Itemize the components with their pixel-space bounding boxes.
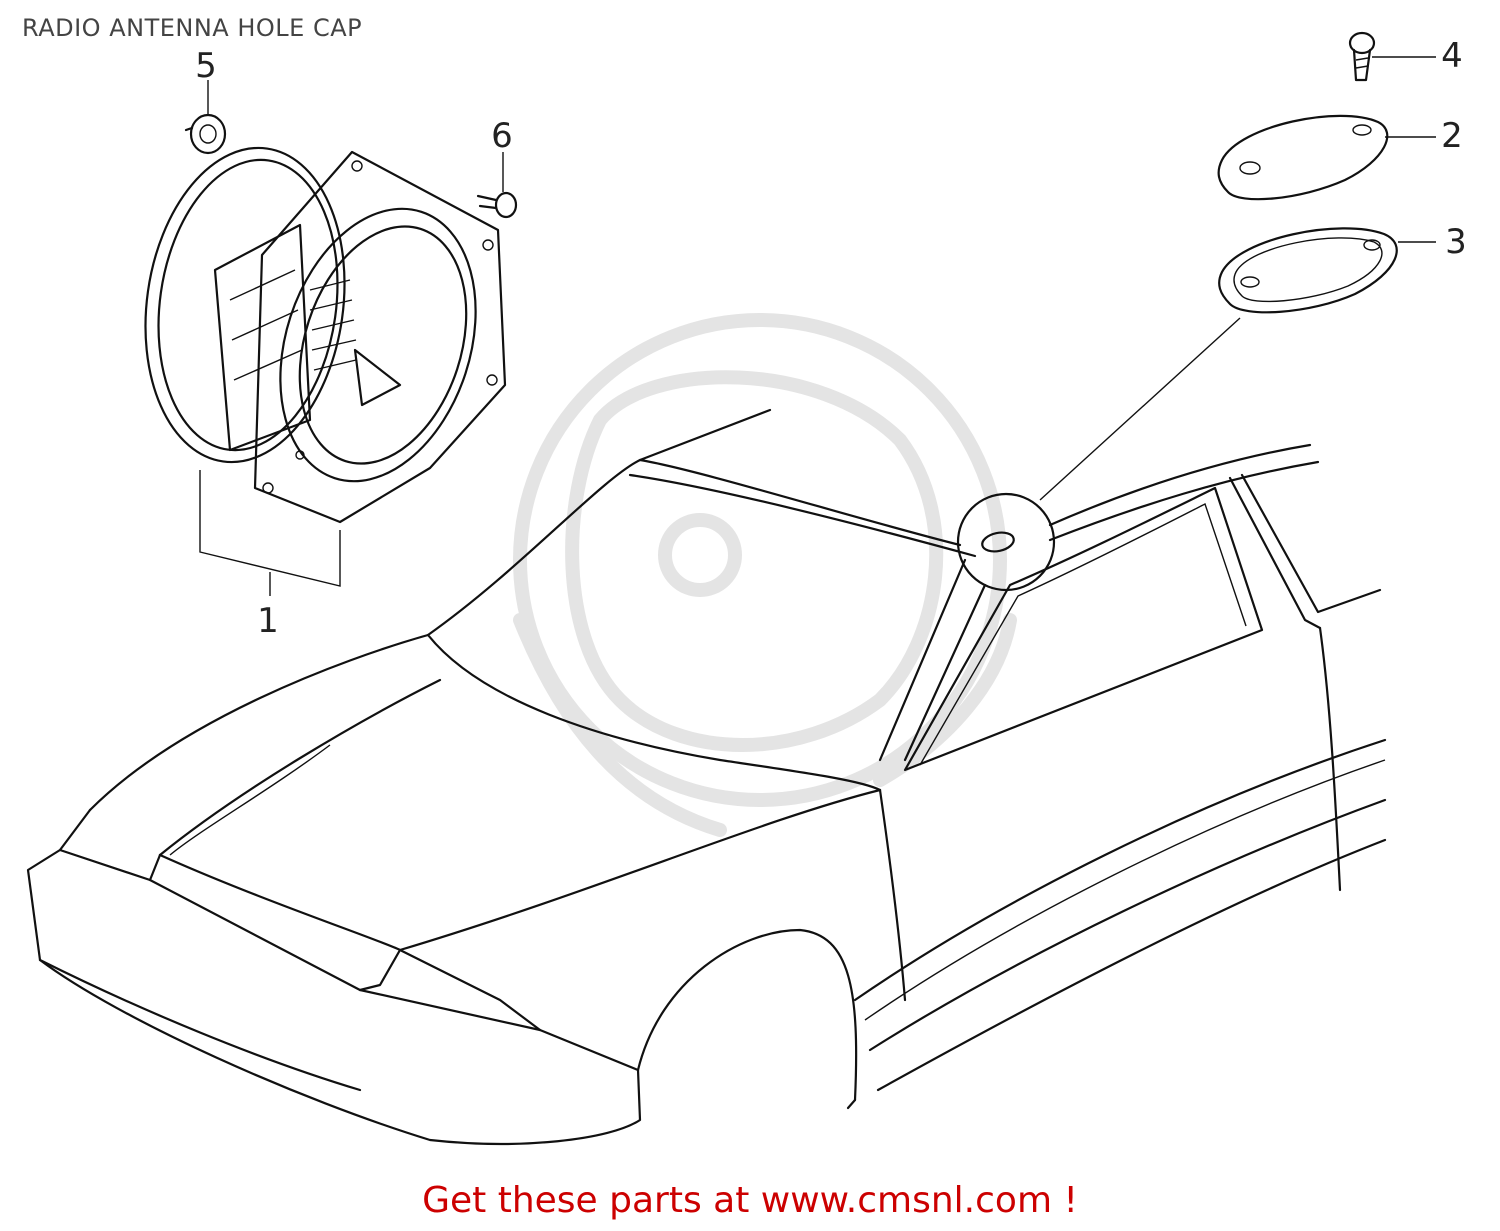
page-title: RADIO ANTENNA HOLE CAP bbox=[22, 14, 363, 42]
callout-2: 2 bbox=[1441, 116, 1463, 156]
leader-bracket-part-1 bbox=[199, 470, 341, 596]
footer-link-text[interactable]: Get these parts at www.cmsnl.com ! bbox=[422, 1180, 1078, 1221]
callout-3: 3 bbox=[1445, 222, 1467, 262]
tapping-screw[interactable] bbox=[476, 152, 518, 219]
antenna-hole-cap[interactable] bbox=[1217, 114, 1436, 201]
callout-6: 6 bbox=[491, 116, 513, 156]
speaker-assembly[interactable] bbox=[126, 135, 509, 524]
antenna-cap-gasket[interactable] bbox=[1218, 227, 1436, 314]
callout-5: 5 bbox=[195, 46, 217, 86]
antenna-cap-screw[interactable] bbox=[1348, 31, 1436, 82]
car-body-outline bbox=[26, 408, 1387, 1146]
callout-4: 4 bbox=[1441, 36, 1463, 76]
watermark-logo bbox=[513, 313, 1017, 837]
clip-fastener[interactable] bbox=[184, 80, 227, 155]
antenna-hole-detail bbox=[956, 492, 1056, 592]
callout-1: 1 bbox=[257, 601, 279, 641]
detail-leader-line bbox=[1039, 317, 1241, 501]
